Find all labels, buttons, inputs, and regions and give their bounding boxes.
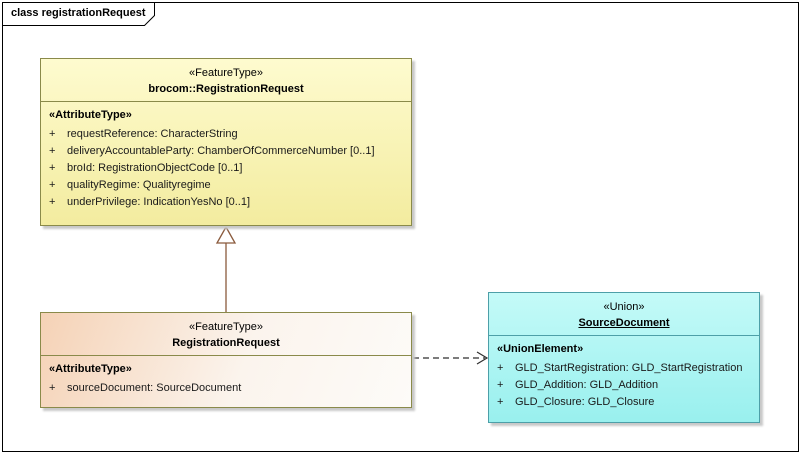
- frame-tab-shape: [2, 2, 155, 26]
- attribute-text: GLD_StartRegistration: GLD_StartRegistra…: [515, 362, 743, 374]
- class-name: SourceDocument: [578, 317, 670, 329]
- attribute-text: deliveryAccountableParty: ChamberOfComme…: [67, 145, 375, 157]
- class-name: brocom::RegistrationRequest: [148, 83, 304, 95]
- attributes-section-label: «AttributeType»: [49, 363, 132, 375]
- attribute-text: underPrivilege: IndicationYesNo [0..1]: [67, 196, 251, 208]
- class-stereotype: «FeatureType»: [189, 321, 263, 333]
- attribute-visibility: +: [497, 362, 504, 374]
- attribute-row: + GLD_Closure: GLD_Closure: [497, 394, 753, 411]
- attribute-row: + GLD_StartRegistration: GLD_StartRegist…: [497, 360, 753, 377]
- attribute-text: GLD_Closure: GLD_Closure: [515, 396, 655, 408]
- attribute-visibility: +: [49, 145, 56, 157]
- attribute-text: requestReference: CharacterString: [67, 128, 238, 140]
- attribute-text: GLD_Addition: GLD_Addition: [515, 379, 659, 391]
- class-source-document-union[interactable]: «Union» SourceDocument «UnionElement» + …: [488, 292, 760, 423]
- frame-tab: class registrationRequest: [2, 2, 160, 26]
- attribute-row: + sourceDocument: SourceDocument: [49, 380, 405, 397]
- attribute-visibility: +: [497, 396, 504, 408]
- attribute-row: + underPrivilege: IndicationYesNo [0..1]: [49, 194, 405, 211]
- class-name: RegistrationRequest: [172, 337, 280, 349]
- attributes-section-label: «UnionElement»: [497, 343, 584, 355]
- attributes-compartment: «AttributeType» + sourceDocument: Source…: [41, 355, 411, 403]
- attribute-row: + GLD_Addition: GLD_Addition: [497, 377, 753, 394]
- attribute-visibility: +: [49, 162, 56, 174]
- attribute-visibility: +: [49, 382, 56, 394]
- class-stereotype: «Union»: [603, 301, 645, 313]
- attributes-section-label: «AttributeType»: [49, 109, 132, 121]
- attribute-visibility: +: [49, 179, 56, 191]
- attribute-visibility: +: [49, 128, 56, 140]
- attribute-text: sourceDocument: SourceDocument: [67, 382, 242, 394]
- class-registration-request[interactable]: «FeatureType» RegistrationRequest «Attri…: [40, 312, 412, 408]
- attribute-row: + qualityRegime: Qualityregime: [49, 177, 405, 194]
- class-header: «FeatureType» brocom::RegistrationReques…: [41, 59, 411, 101]
- class-brocom-registration-request[interactable]: «FeatureType» brocom::RegistrationReques…: [40, 58, 412, 226]
- attribute-visibility: +: [497, 379, 504, 391]
- attribute-visibility: +: [49, 196, 56, 208]
- diagram-title: class registrationRequest: [11, 7, 146, 19]
- attribute-row: + deliveryAccountableParty: ChamberOfCom…: [49, 143, 405, 160]
- class-header: «FeatureType» RegistrationRequest: [41, 313, 411, 355]
- attributes-compartment: «UnionElement» + GLD_StartRegistration: …: [489, 335, 759, 417]
- attributes-compartment: «AttributeType» + requestReference: Char…: [41, 101, 411, 217]
- attribute-text: qualityRegime: Qualityregime: [67, 179, 211, 191]
- attribute-text: broId: RegistrationObjectCode [0..1]: [67, 162, 243, 174]
- class-stereotype: «FeatureType»: [189, 67, 263, 79]
- attribute-row: + requestReference: CharacterString: [49, 126, 405, 143]
- class-header: «Union» SourceDocument: [489, 293, 759, 335]
- attribute-row: + broId: RegistrationObjectCode [0..1]: [49, 160, 405, 177]
